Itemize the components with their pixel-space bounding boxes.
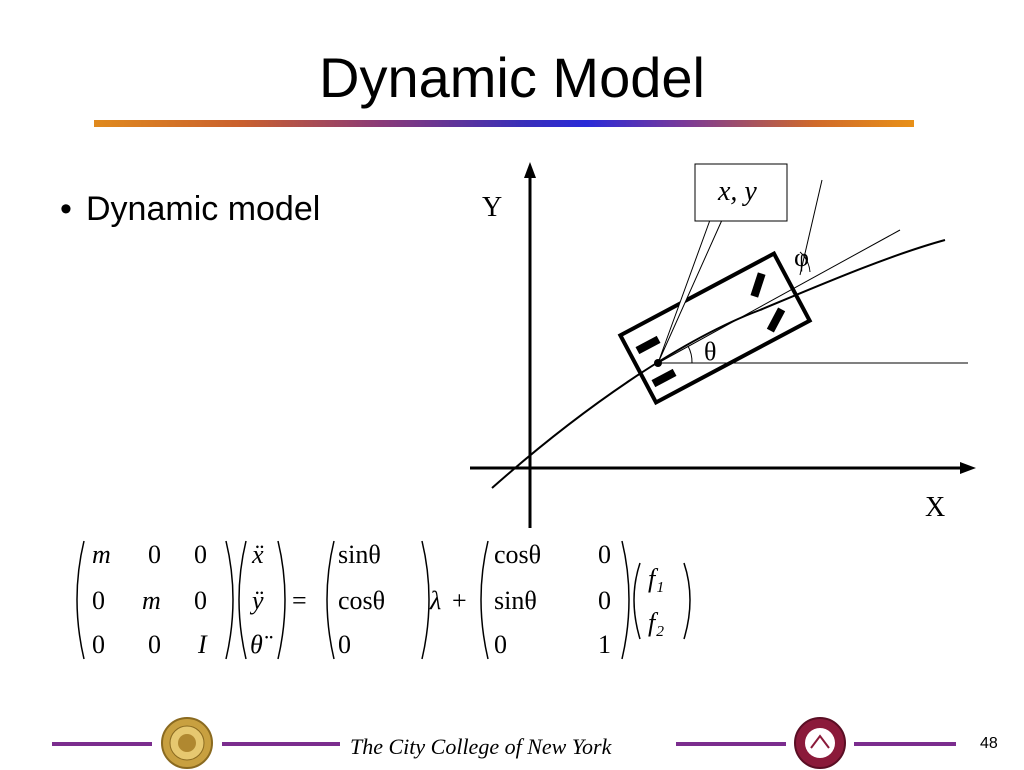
mass-cell: 0	[148, 540, 161, 569]
constraint-cell: cosθ	[338, 586, 385, 615]
accel-cell: ẍ	[251, 540, 264, 569]
force-cell: f₁	[648, 564, 664, 593]
input-cell: cosθ	[494, 540, 541, 569]
constraint-cell: 0	[338, 630, 351, 659]
input-cell: 0	[494, 630, 507, 659]
footer-line-mid-left	[222, 742, 340, 746]
equals-sign: =	[292, 586, 307, 615]
constraint-right-paren	[421, 540, 430, 660]
force-cell: f₂	[648, 608, 664, 637]
x-axis-arrow	[960, 462, 976, 474]
page-number: 48	[980, 735, 998, 752]
dynamic-equation: m 0 0 0 m 0 0 0 I ẍ ÿ θ̈ = sinθ cosθ 0 λ…	[76, 540, 691, 660]
robot-body	[617, 250, 813, 406]
theta-label: θ	[704, 337, 716, 366]
mass-cell: 0	[92, 630, 105, 659]
accel-left-paren	[238, 540, 247, 660]
input-cell: 0	[598, 540, 611, 569]
plus-sign: +	[452, 586, 467, 615]
mass-cell: 0	[148, 630, 161, 659]
force-right-paren	[683, 562, 691, 640]
phi-arc	[799, 251, 811, 273]
input-cell: sinθ	[494, 586, 537, 615]
heading-line	[657, 229, 901, 364]
phi-label: φ	[794, 243, 809, 272]
y-axis-label: Y	[482, 192, 502, 223]
theta-arc	[687, 345, 693, 364]
bullet-item: • Dynamic model	[60, 190, 320, 229]
accel-right-paren	[277, 540, 286, 660]
footer-line-left	[52, 742, 152, 746]
input-left-paren	[480, 540, 489, 660]
footer-line-right	[854, 742, 956, 746]
mass-matrix-right-paren	[225, 540, 234, 660]
ccny-seal-icon	[161, 717, 213, 769]
institution-name: The City College of New York	[350, 734, 612, 759]
title-underline	[94, 120, 914, 127]
robotics-lab-logo-icon	[794, 717, 846, 769]
mass-cell: 0	[194, 540, 207, 569]
accel-cell: ÿ	[249, 586, 264, 615]
mass-cell: 0	[194, 586, 207, 615]
trajectory-curve	[491, 239, 946, 489]
lambda-symbol: λ	[429, 586, 441, 615]
x-axis-label: X	[925, 492, 945, 523]
callout-pointer	[657, 219, 723, 364]
steer-line	[799, 179, 823, 276]
bullet-text: Dynamic model	[86, 190, 321, 228]
input-cell: 1	[598, 630, 611, 659]
mass-cell: m	[92, 540, 111, 569]
wheel-rear-top	[635, 335, 661, 355]
mass-cell: m	[142, 586, 161, 615]
wheel-front-bottom	[766, 307, 786, 333]
force-left-paren	[633, 562, 641, 640]
input-cell: 0	[598, 586, 611, 615]
robot-diagram: Y X θ φ x, y	[470, 162, 976, 528]
slide-title: Dynamic Model	[319, 46, 705, 109]
mass-cell: I	[197, 630, 208, 659]
bullet-dot: •	[60, 190, 72, 228]
constraint-cell: sinθ	[338, 540, 381, 569]
callout-box	[694, 163, 788, 222]
wheel-rear-bottom	[651, 368, 677, 388]
mass-cell: 0	[92, 586, 105, 615]
footer-line-mid-right	[676, 742, 786, 746]
wheel-front-top	[750, 272, 766, 298]
mass-matrix-left-paren	[76, 540, 85, 660]
y-axis-arrow	[524, 162, 536, 178]
constraint-left-paren	[326, 540, 335, 660]
callout-label: x, y	[717, 176, 757, 207]
accel-cell: θ̈	[250, 630, 273, 659]
input-right-paren	[621, 540, 630, 660]
